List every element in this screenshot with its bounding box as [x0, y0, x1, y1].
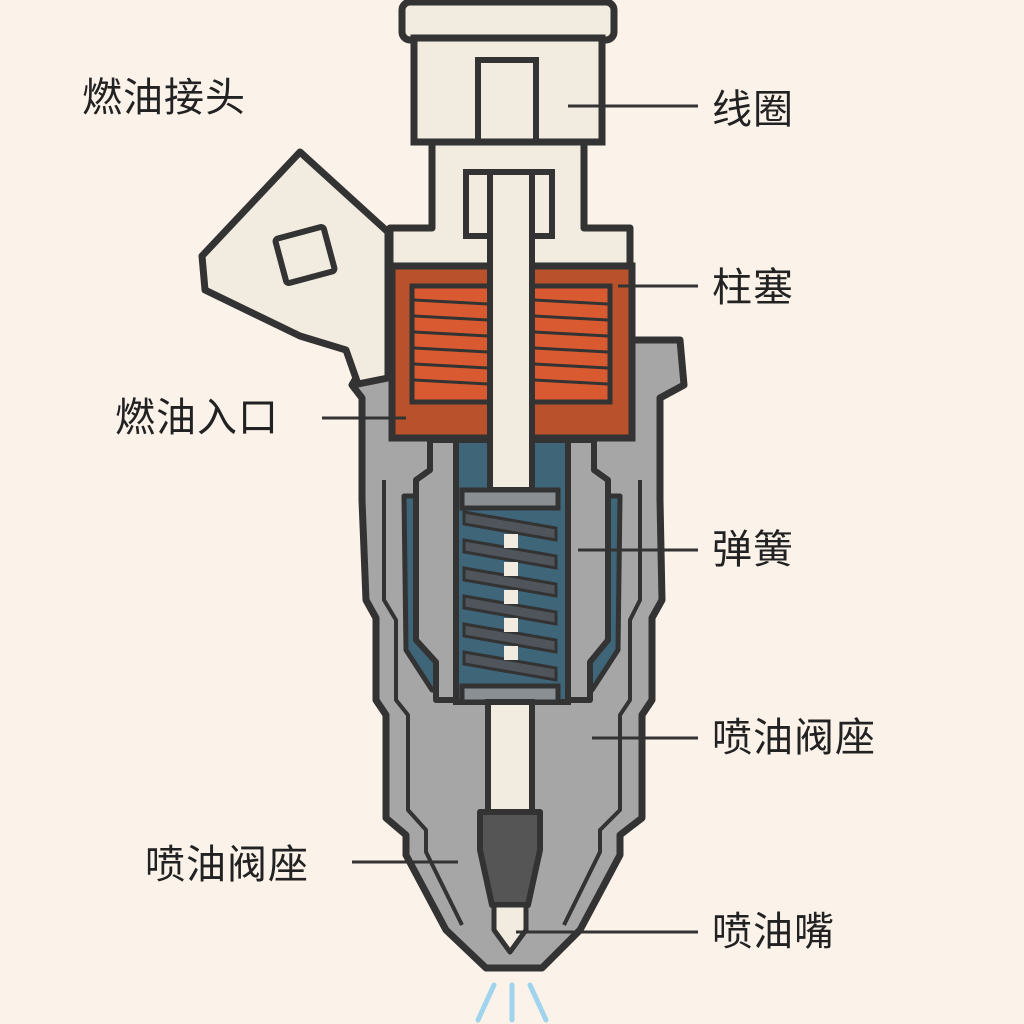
spring-top-cap — [459, 487, 561, 511]
fuel-inlet-label: 燃油入口 — [115, 395, 279, 441]
needle-stem — [485, 699, 535, 817]
housing-inner-line — [382, 480, 642, 926]
needle-tip — [477, 809, 543, 908]
plunger-label: 柱塞 — [712, 265, 794, 311]
connector-window — [272, 223, 338, 287]
spray-lines — [475, 982, 549, 1023]
fuel-connector-label: 燃油接头 — [82, 75, 246, 121]
spring-label: 弹簧 — [712, 527, 794, 573]
coil-label: 线圈 — [712, 87, 794, 133]
spring-gaps — [504, 534, 518, 660]
coil-windings-lines — [413, 298, 609, 386]
injector-seat-label-left: 喷油阀座 — [145, 842, 309, 888]
plunger-rod — [487, 169, 535, 493]
needle-point — [491, 902, 529, 955]
leader-lines — [322, 104, 698, 934]
top-cap — [398, 0, 618, 44]
spring-coils — [462, 510, 558, 682]
nozzle-label: 喷油嘴 — [712, 909, 835, 955]
top-slot — [475, 57, 539, 145]
injector-seat-label-right: 喷油阀座 — [712, 715, 876, 761]
